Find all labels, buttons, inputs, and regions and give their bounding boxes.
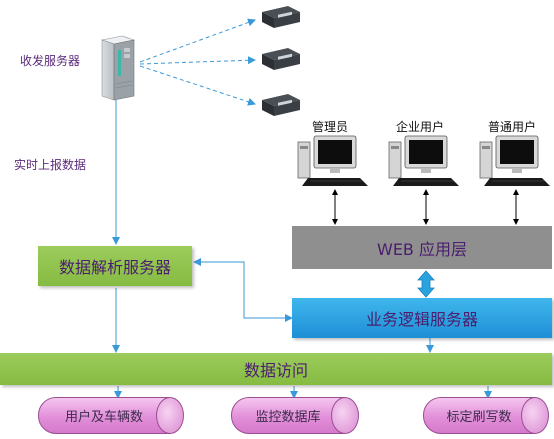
database-user-vehicle: 用户及车辆数	[38, 397, 186, 434]
database-calibration: 标定刷写数	[423, 397, 553, 434]
computer-icon	[296, 134, 370, 190]
normal-user-label: 普通用户	[488, 120, 537, 134]
send-server-label: 收发服务器	[20, 54, 81, 68]
parse-business-link	[193, 258, 293, 322]
database-monitor-label: 监控数据库	[255, 410, 321, 425]
database-monitor: 监控数据库	[231, 397, 361, 434]
computer-icon	[478, 134, 552, 190]
computer-icon	[387, 134, 461, 190]
access-db-links	[114, 386, 492, 399]
database-calibration-label: 标定刷写数	[446, 410, 512, 425]
database-cap	[331, 397, 359, 434]
database-user-vehicle-label: 用户及车辆数	[64, 410, 143, 425]
realtime-report-label: 实时上报数据	[14, 158, 87, 172]
business-logic-server-label: 业务逻辑服务器	[365, 310, 478, 329]
database-cap	[156, 397, 184, 434]
database-cap	[521, 397, 549, 434]
user-web-links	[332, 189, 519, 225]
data-access-label: 数据访问	[243, 361, 308, 380]
terminal-device-icon	[258, 90, 302, 118]
web-business-double-arrow	[417, 270, 435, 298]
admin-label: 管理员	[312, 120, 349, 134]
business-logic-server-box: 业务逻辑服务器	[292, 298, 552, 338]
enterprise-user-label: 企业用户	[396, 120, 445, 134]
terminal-device-icon	[258, 2, 302, 30]
dashed-links	[139, 18, 256, 106]
web-layer-label: WEB 应用层	[377, 239, 467, 259]
data-access-bar: 数据访问	[0, 353, 552, 385]
server-tower-icon	[98, 34, 136, 102]
web-application-layer: WEB 应用层	[292, 226, 552, 269]
data-parse-server-box: 数据解析服务器	[38, 246, 192, 286]
terminal-device-icon	[258, 44, 302, 72]
data-parse-server-label: 数据解析服务器	[58, 258, 171, 277]
